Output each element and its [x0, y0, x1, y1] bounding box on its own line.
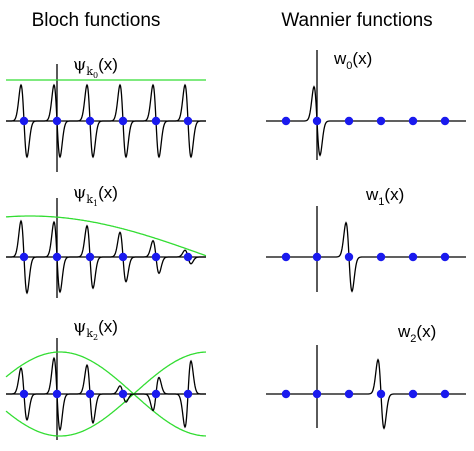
bloch-site-1-3	[118, 252, 128, 262]
wannier-site-1-0	[281, 252, 291, 262]
wannier-panel-0	[266, 50, 466, 160]
bloch-site-2-5	[183, 389, 193, 399]
bloch-site-0-5	[183, 116, 193, 126]
bloch-site-2-1	[52, 389, 62, 399]
bloch-envelope-2	[5, 351, 207, 437]
bloch-site-2-3	[118, 389, 128, 399]
bloch-site-1-0	[19, 252, 29, 262]
wannier-site-0-4	[408, 116, 418, 126]
bloch-panel-0	[6, 64, 206, 172]
bloch-site-0-3	[118, 116, 128, 126]
bloch-panels	[5, 64, 207, 440]
wannier-site-1-3	[376, 252, 386, 262]
bloch-site-0-2	[85, 116, 95, 126]
bloch-panel-2	[5, 338, 207, 440]
wannier-site-0-3	[376, 116, 386, 126]
bloch-site-2-0	[19, 389, 29, 399]
bloch-curve-1	[6, 219, 206, 295]
bloch-site-0-1	[52, 116, 62, 126]
wannier-label-0: w0(x)	[333, 49, 372, 72]
bloch-envelope-mirror-2	[5, 351, 207, 437]
bloch-label-k2: ψk2(x)	[73, 317, 118, 342]
bloch-panel-1	[5, 198, 207, 298]
bloch-site-1-4	[151, 252, 161, 262]
bloch-label-k0: ψk0(x)	[73, 55, 118, 80]
bloch-column-title: Bloch functions	[32, 10, 161, 31]
wannier-column-title: Wannier functions	[281, 10, 432, 31]
wannier-curve-0	[266, 85, 466, 157]
wannier-curve-1	[266, 221, 466, 293]
wannier-curve-2	[266, 358, 466, 430]
wannier-site-1-5	[440, 252, 450, 262]
wannier-site-2-5	[440, 389, 450, 399]
wannier-site-2-3	[376, 389, 386, 399]
wannier-site-0-5	[440, 116, 450, 126]
wannier-site-2-4	[408, 389, 418, 399]
wannier-panel-1	[266, 206, 466, 293]
bloch-site-0-4	[151, 116, 161, 126]
wannier-site-1-4	[408, 252, 418, 262]
bloch-site-2-2	[85, 389, 95, 399]
wannier-panel-2	[266, 345, 466, 430]
wannier-site-0-2	[344, 116, 354, 126]
wannier-panels	[266, 50, 466, 430]
wannier-site-0-1	[312, 116, 322, 126]
bloch-site-2-4	[151, 389, 161, 399]
wannier-site-2-0	[281, 389, 291, 399]
bloch-site-1-1	[52, 252, 62, 262]
wannier-site-2-2	[344, 389, 354, 399]
wannier-label-2: w2(x)	[397, 322, 436, 345]
bloch-label-k1: ψk1(x)	[73, 183, 118, 208]
wannier-site-1-2	[344, 252, 354, 262]
wannier-site-0-0	[281, 116, 291, 126]
bloch-site-1-2	[85, 252, 95, 262]
bloch-site-0-0	[19, 116, 29, 126]
bloch-curve-0	[6, 83, 206, 159]
wannier-label-1: w1(x)	[365, 185, 404, 208]
bloch-envelope-1	[5, 215, 207, 257]
wannier-site-2-1	[312, 389, 322, 399]
wannier-site-1-1	[312, 252, 322, 262]
bloch-curve-2	[6, 356, 206, 432]
bloch-site-1-5	[183, 252, 193, 262]
